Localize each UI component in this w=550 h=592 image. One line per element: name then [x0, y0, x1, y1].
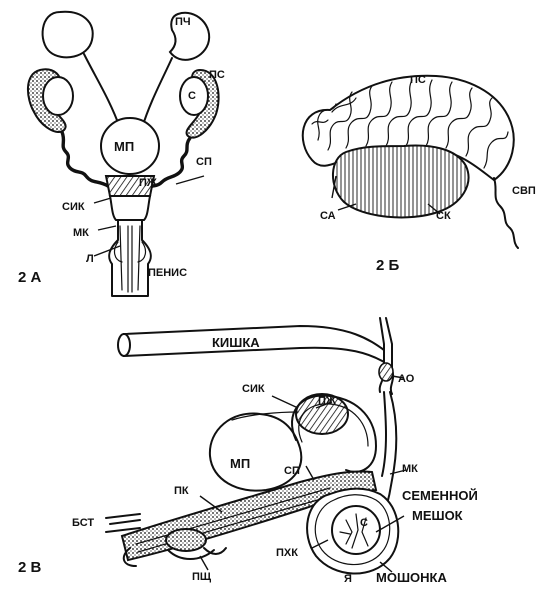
testis-tubules	[339, 513, 369, 549]
pointer-sa-1	[331, 175, 337, 199]
label-sac-1: СЕМЕННОЙ	[402, 488, 478, 503]
caption-2b: 2 Б	[376, 257, 400, 274]
left-testis	[42, 76, 74, 116]
vas-loop	[291, 394, 377, 473]
pointer-sp	[175, 175, 205, 185]
caption-2v: 2 В	[18, 559, 42, 576]
bulb-gland-2	[203, 547, 227, 555]
pointer-mk-c	[389, 469, 407, 475]
pointer-ao	[391, 375, 405, 379]
vas-loop-2	[298, 403, 369, 447]
panel-c: КИШКА АО СИК ПЖ МП СП МК ПК СЕМЕННОЙ МЕШ…	[18, 317, 478, 585]
penis-inner-left	[119, 225, 123, 291]
label-l: Л	[86, 253, 94, 265]
label-pzh-c: ПЖ	[318, 395, 336, 407]
caption-2a: 2 А	[18, 269, 42, 286]
svp-duct	[493, 177, 519, 249]
bst-tail	[122, 547, 137, 567]
vas-from-sik	[231, 411, 299, 421]
urethra-bulb	[108, 195, 152, 221]
label-sp-c: СП	[284, 465, 300, 477]
label-pk: ПК	[174, 485, 189, 497]
label-ps: ПС	[209, 69, 225, 81]
pointer-phk	[311, 539, 329, 549]
bladder-c	[208, 412, 303, 492]
seminal-cluster	[331, 144, 470, 219]
panel-a: ПЧ ПС С МП СП ПЖ СИК МК Л ПЕНИС 2 А	[18, 10, 225, 297]
pointer-sac	[375, 515, 405, 533]
right-ureter	[141, 57, 173, 129]
label-mk-c: МК	[402, 463, 418, 475]
label-scrotum: МОШОНКА	[376, 570, 447, 585]
penis-lumen	[127, 225, 133, 293]
pointer-sp-c	[305, 465, 315, 481]
spermatic-cord-2	[381, 391, 387, 477]
bst-tip	[105, 513, 141, 533]
pointer-sa-2	[337, 203, 357, 211]
label-mp-c: МП	[230, 456, 250, 471]
label-mp: МП	[114, 139, 134, 154]
label-sp: СП	[196, 156, 212, 168]
panel-b: ПС СА СК СВП 2 Б	[301, 74, 536, 274]
label-sik-c: СИК	[242, 383, 265, 395]
pointer-sk	[427, 203, 441, 215]
penis-bulb-r	[137, 241, 147, 263]
penis-lumen-c2	[137, 495, 333, 553]
left-ureter	[83, 53, 121, 129]
pointer-psch	[199, 555, 209, 571]
penis-bulb-l	[113, 241, 123, 263]
pointer-sik	[93, 197, 112, 204]
left-vas-deferens	[60, 130, 110, 188]
label-pzh: ПЖ	[139, 177, 157, 189]
pointer-pzh-c	[315, 401, 333, 409]
label-b-svp: СВП	[512, 185, 536, 197]
scrotum-inner	[314, 494, 391, 566]
seminiferous-tubules	[311, 79, 509, 169]
label-b-sk: СК	[436, 210, 451, 222]
pointer-l	[93, 245, 121, 257]
testis-c	[331, 505, 381, 555]
left-kidney	[41, 10, 94, 59]
pointer-pk	[199, 495, 223, 513]
label-b-ps: ПС	[410, 74, 426, 86]
label-bst: БСТ	[72, 517, 94, 529]
label-penis: ПЕНИС	[148, 267, 187, 279]
label-sik: СИК	[62, 201, 85, 213]
right-testis	[179, 76, 209, 116]
intestine-end	[117, 333, 131, 357]
penile-bulb	[165, 528, 207, 552]
right-vas-deferens	[148, 136, 192, 190]
penis-shaft	[108, 219, 152, 297]
label-s-c: С	[360, 517, 368, 529]
pointer-scrotum	[379, 561, 393, 573]
penis-lumen-c	[135, 487, 331, 545]
label-psch: ПЩ	[192, 571, 212, 583]
aorta-knot	[378, 362, 394, 382]
label-ya: Я	[344, 573, 352, 585]
label-pch: ПЧ	[175, 16, 191, 28]
penis-inner-right	[137, 225, 141, 291]
aorta-2	[385, 317, 395, 395]
label-mk: МК	[73, 227, 89, 239]
label-kishka: КИШКА	[212, 335, 260, 350]
pointer-sik-c	[271, 395, 299, 409]
right-kidney	[168, 11, 211, 61]
label-b-sa: СА	[320, 210, 336, 222]
bladder	[100, 117, 160, 175]
label-ao: АО	[398, 373, 415, 385]
label-sac-2: МЕШОК	[412, 508, 463, 523]
label-phk: ПХК	[276, 547, 298, 559]
pointer-mk	[97, 225, 117, 231]
prostate-c	[295, 393, 349, 435]
label-s: С	[188, 90, 196, 102]
